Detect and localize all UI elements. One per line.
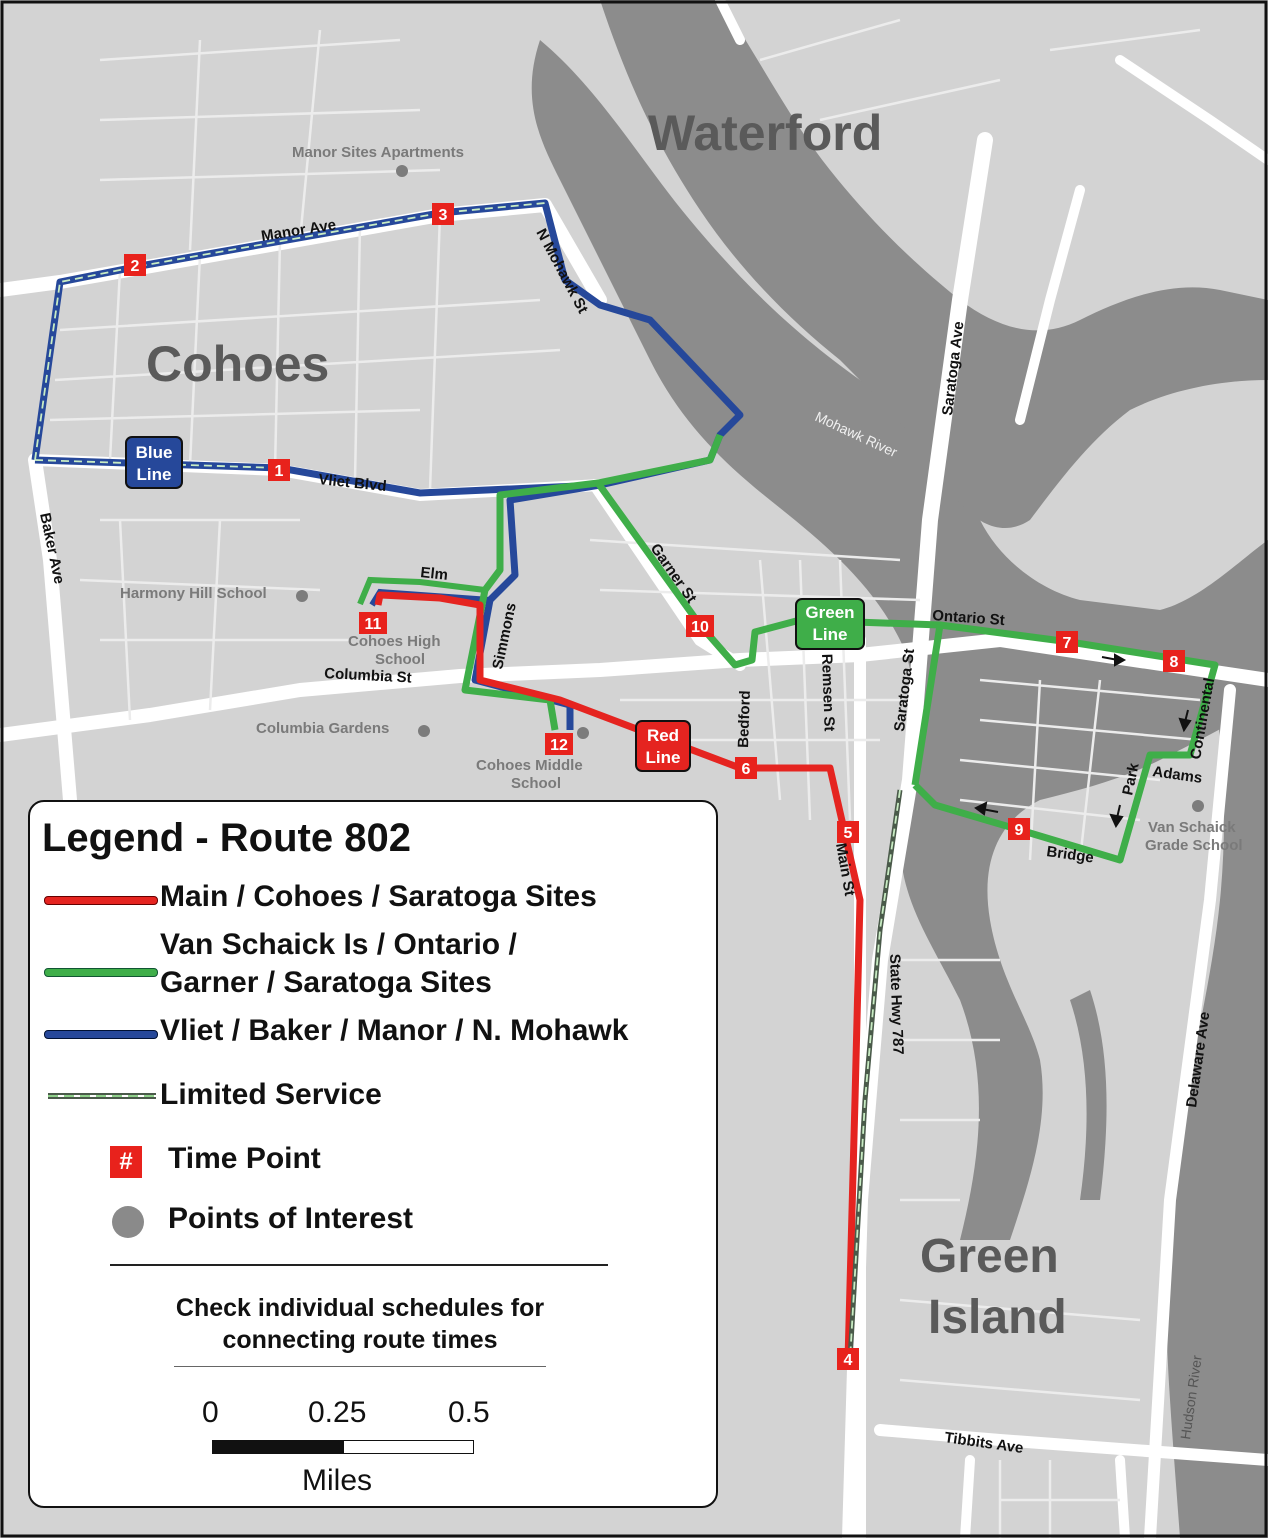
green-line-badge[interactable]: Green Line (795, 598, 865, 650)
poi-dot-icon (1192, 800, 1204, 812)
legend-red-label: Main / Cohoes / Saratoga Sites (160, 880, 597, 913)
direction-arrows (974, 653, 1192, 829)
poi-dot-icon (577, 727, 589, 739)
time-point-5[interactable]: 5 (837, 821, 859, 843)
scale-label-025: 0.25 (308, 1396, 367, 1429)
time-point-4-label: 4 (844, 1352, 853, 1369)
street-park: Park (1119, 761, 1143, 797)
scale-label-05: 0.5 (448, 1396, 490, 1429)
legend-title: Legend - Route 802 (42, 816, 411, 860)
legend-green-label-2: Garner / Saratoga Sites (160, 966, 492, 999)
street-ontario: Ontario St (932, 607, 1006, 629)
legend-limited-swatch (48, 1093, 156, 1099)
legend-blue-swatch (44, 1030, 158, 1039)
time-point-7[interactable]: 7 (1056, 631, 1078, 653)
street-adams: Adams (1151, 763, 1203, 787)
poi-cohoes-middle-1: Cohoes Middle (476, 757, 583, 774)
poi-cohoes-high-2: School (375, 651, 425, 668)
street-columbia: Columbia St (324, 665, 412, 687)
legend-green-label-1: Van Schaick Is / Ontario / (160, 928, 517, 961)
poi-markers (296, 165, 1204, 812)
poi-van-schaick-2: Grade School (1145, 837, 1243, 854)
time-point-7-label: 7 (1063, 635, 1072, 652)
poi-manor-sites: Manor Sites Apartments (292, 144, 464, 161)
time-point-8[interactable]: 8 (1163, 650, 1185, 672)
time-point-8-label: 8 (1170, 654, 1179, 671)
time-point-11-label: 11 (365, 616, 382, 633)
time-point-6-label: 6 (742, 761, 751, 778)
green-line-elm[interactable] (357, 576, 486, 606)
legend-panel: Legend - Route 802 Main / Cohoes / Sarat… (28, 800, 718, 1508)
place-green-island-1: Green (920, 1230, 1059, 1283)
time-point-6[interactable]: 6 (735, 757, 757, 779)
time-point-12[interactable]: 12 (545, 733, 573, 755)
green-line-route[interactable] (461, 433, 724, 731)
time-point-4[interactable]: 4 (837, 1348, 859, 1370)
blue-line-badge[interactable]: Blue Line (125, 436, 183, 489)
legend-green-swatch (44, 968, 158, 977)
street-remsen: Remsen St (818, 654, 838, 732)
time-point-3-label: 3 (439, 207, 448, 224)
legend-time-point-label: Time Point (168, 1142, 321, 1175)
legend-time-point-icon: # (110, 1146, 142, 1178)
poi-van-schaick-1: Van Schaick (1148, 819, 1236, 836)
poi-dot-icon (296, 590, 308, 602)
time-point-1-label: 1 (275, 463, 284, 480)
green-badge-line1: Green (805, 603, 854, 622)
legend-poi-label: Points of Interest (168, 1202, 414, 1235)
time-point-3[interactable]: 3 (432, 203, 454, 225)
scale-label-0: 0 (202, 1396, 219, 1429)
time-point-9-label: 9 (1015, 822, 1024, 839)
time-point-2-label: 2 (131, 258, 140, 275)
poi-columbia-gardens: Columbia Gardens (256, 720, 389, 737)
blue-badge-line1: Blue (136, 443, 173, 462)
street-bridge: Bridge (1045, 843, 1094, 866)
arrow-right-icon (1101, 653, 1127, 667)
green-line-saratoga[interactable] (911, 624, 944, 786)
legend-divider-thin (174, 1366, 546, 1367)
arrow-down-icon (1178, 709, 1192, 733)
poi-dot-icon (396, 165, 408, 177)
time-point-10[interactable]: 10 (686, 615, 714, 637)
poi-cohoes-high-1: Cohoes High (348, 633, 441, 650)
mohawk-river-water (531, 0, 1268, 1538)
time-point-12-label: 12 (550, 737, 568, 754)
place-green-island-2: Island (928, 1291, 1067, 1344)
legend-note-2: connecting route times (222, 1326, 498, 1354)
red-badge-line1: Red (647, 726, 679, 745)
scale-bar-black (212, 1440, 344, 1454)
legend-divider (110, 1264, 608, 1266)
legend-red-swatch (44, 896, 158, 905)
time-point-5-label: 5 (844, 825, 853, 842)
time-point-1[interactable]: 1 (268, 459, 290, 481)
time-point-11[interactable]: 11 (359, 612, 387, 634)
red-badge-line2: Line (646, 748, 681, 767)
time-point-10-label: 10 (691, 619, 709, 636)
poi-cohoes-middle-2: School (511, 775, 561, 792)
place-waterford: Waterford (648, 105, 882, 161)
red-line-route[interactable] (374, 591, 864, 1361)
poi-dot-icon (418, 725, 430, 737)
legend-blue-label: Vliet / Baker / Manor / N. Mohawk (160, 1014, 629, 1047)
legend-note-1: Check individual schedules for (175, 1294, 545, 1322)
scale-units: Miles (302, 1464, 373, 1497)
scale-bar-white (343, 1440, 474, 1454)
time-point-2[interactable]: 2 (124, 254, 146, 276)
blue-line-route[interactable] (31, 199, 744, 730)
minor-streets (49, 18, 1201, 1538)
street-hwy-787: State Hwy 787 (886, 954, 907, 1055)
green-badge-line2: Line (813, 625, 848, 644)
arrow-left-icon (974, 801, 999, 816)
legend-limited-label: Limited Service (160, 1078, 382, 1111)
place-cohoes: Cohoes (146, 336, 329, 392)
blue-badge-line2: Line (137, 465, 172, 484)
arrow-down-icon (1109, 804, 1124, 829)
legend-poi-icon (112, 1206, 144, 1238)
street-elm: Elm (420, 564, 449, 584)
time-point-9[interactable]: 9 (1008, 818, 1030, 840)
poi-harmony-hill: Harmony Hill School (120, 585, 267, 602)
red-line-badge[interactable]: Red Line (635, 720, 691, 772)
street-bedford: Bedford (735, 690, 754, 748)
